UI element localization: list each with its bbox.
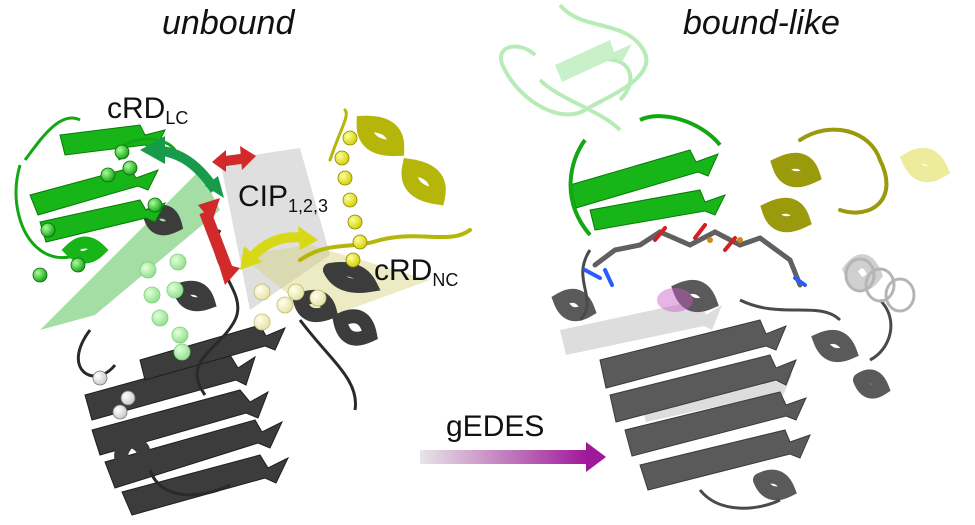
nc-spheres-faded (253, 283, 327, 331)
bound-lc-domain (568, 114, 726, 237)
cip-rot-head-r (240, 146, 256, 170)
cip-arrowhead-bottom (218, 262, 240, 285)
crd-lc-main: cRD (107, 92, 166, 125)
bound-core-helices (551, 280, 891, 501)
magenta-tint (657, 288, 693, 312)
bound-like-structure (499, 3, 951, 510)
faded-nc-domain (899, 147, 951, 183)
unbound-structure (14, 108, 472, 516)
lc-spheres (32, 144, 163, 283)
crd-nc-label: cRDNC (374, 254, 458, 291)
faded-lc-sheet (555, 40, 632, 82)
gedes-label: gEDES (446, 410, 545, 443)
nc-domain (298, 108, 472, 262)
lc-motion-arrowhead-2 (205, 176, 224, 198)
faded-grey-helices (844, 257, 916, 313)
crd-lc-label: cRDLC (107, 92, 188, 129)
lc-spheres-faded (139, 253, 191, 361)
cip-plane (220, 148, 330, 310)
gedes-arrow (420, 442, 606, 472)
core-loops (76, 229, 358, 497)
cip-motion-arrow (199, 209, 234, 275)
crd-nc-main: cRD (374, 254, 433, 287)
cip-main: CIP (238, 180, 289, 213)
cip-rot-head-l (212, 150, 226, 172)
bound-core-sheet (599, 319, 811, 491)
lc-plane (40, 170, 220, 330)
nc-spheres (334, 130, 368, 268)
bound-ligand (583, 223, 807, 288)
cip-arrowhead-top (198, 198, 220, 222)
lc-motion-arrowhead (140, 136, 165, 164)
crd-nc-sub: NC (432, 270, 459, 290)
cip-label: CIP1,2,3 (238, 180, 328, 217)
nc-arrowhead-l (240, 246, 262, 270)
white-spheres (92, 370, 136, 420)
crd-lc-sub: LC (165, 108, 189, 128)
cip-sub: 1,2,3 (288, 196, 329, 216)
bound-like-title: bound-like (683, 4, 840, 42)
unbound-title: unbound (162, 4, 295, 42)
bound-nc-domain (760, 127, 889, 233)
nc-arrowhead-r (298, 226, 318, 250)
bound-core-loops (578, 249, 893, 510)
